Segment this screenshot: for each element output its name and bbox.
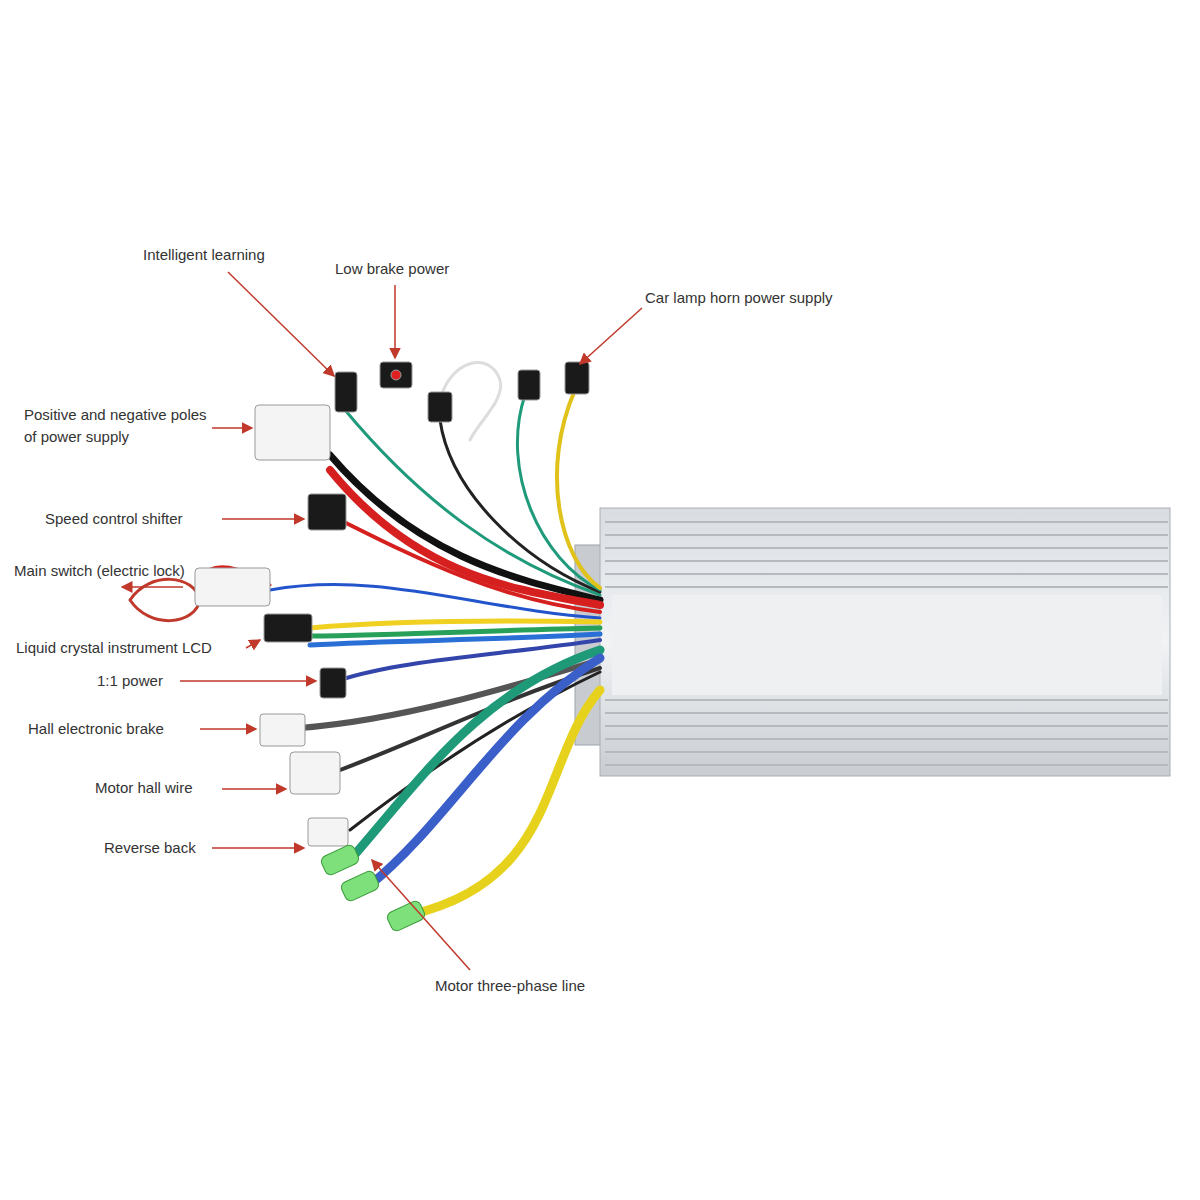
part-label: Speed control shifter bbox=[45, 508, 183, 530]
part-label: Motor three-phase line bbox=[435, 975, 585, 997]
part-label: Reverse back bbox=[104, 837, 196, 859]
part-label: Motor hall wire bbox=[95, 777, 193, 799]
part-label: Main switch (electric lock) bbox=[14, 560, 185, 582]
part-label: Liquid crystal instrument LCD bbox=[16, 637, 212, 659]
part-label: Intelligent learning bbox=[143, 244, 265, 266]
part-label: Positive and negative poles of power sup… bbox=[24, 404, 209, 448]
part-label: Car lamp horn power supply bbox=[645, 287, 833, 309]
part-label: Hall electronic brake bbox=[28, 718, 164, 740]
part-label: 1:1 power bbox=[97, 670, 163, 692]
part-label: Low brake power bbox=[335, 258, 449, 280]
